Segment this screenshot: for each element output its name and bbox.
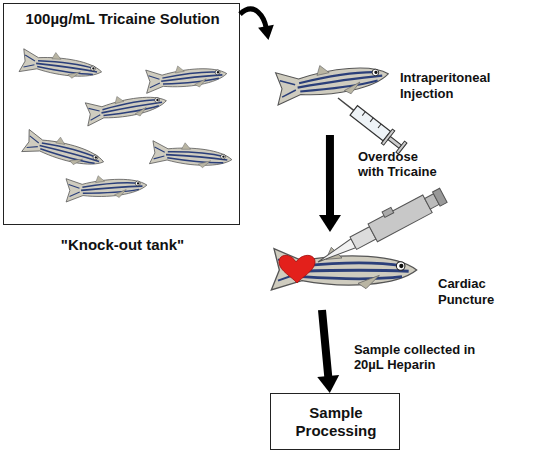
heart xyxy=(279,255,315,283)
tank-box: 100µg/mL Tricaine Solution"Knock-out tan… xyxy=(3,3,240,225)
tank-fish xyxy=(19,48,233,202)
edge-label: Overdose with Tricaine xyxy=(358,149,438,180)
node-label: Intraperitoneal Injection xyxy=(400,70,477,101)
syringe xyxy=(332,91,408,156)
zebrafish xyxy=(19,48,103,83)
zebrafish xyxy=(273,56,390,105)
injection-step: Intraperitoneal Injection xyxy=(262,40,477,135)
zebrafish xyxy=(64,172,147,202)
process-box: Sample Processing xyxy=(270,393,400,450)
arrow-shaft xyxy=(322,310,328,378)
node-label: Sample Processing xyxy=(271,394,401,449)
node-label: Cardiac Puncture xyxy=(438,276,512,307)
zebrafish xyxy=(149,140,233,171)
flow-arrow xyxy=(319,135,341,232)
arrow-head xyxy=(258,25,274,40)
edge-label: Sample collected in 20µL Heparin xyxy=(354,342,484,373)
arrow-head xyxy=(317,375,339,393)
node-label: 100µg/mL Tricaine Solution xyxy=(4,10,241,28)
zebrafish xyxy=(271,247,416,290)
zebrafish xyxy=(84,88,169,126)
zebrafish xyxy=(22,128,107,172)
flow-arrow xyxy=(317,310,339,393)
arrow-head xyxy=(319,215,341,232)
zebrafish xyxy=(144,61,228,93)
flow-arrow xyxy=(240,9,274,40)
node-caption: "Knock-out tank" xyxy=(4,236,241,254)
arrow-shaft xyxy=(326,135,334,217)
cardiac-step: Cardiac Puncture xyxy=(262,232,512,310)
arrow-shaft xyxy=(240,9,266,28)
